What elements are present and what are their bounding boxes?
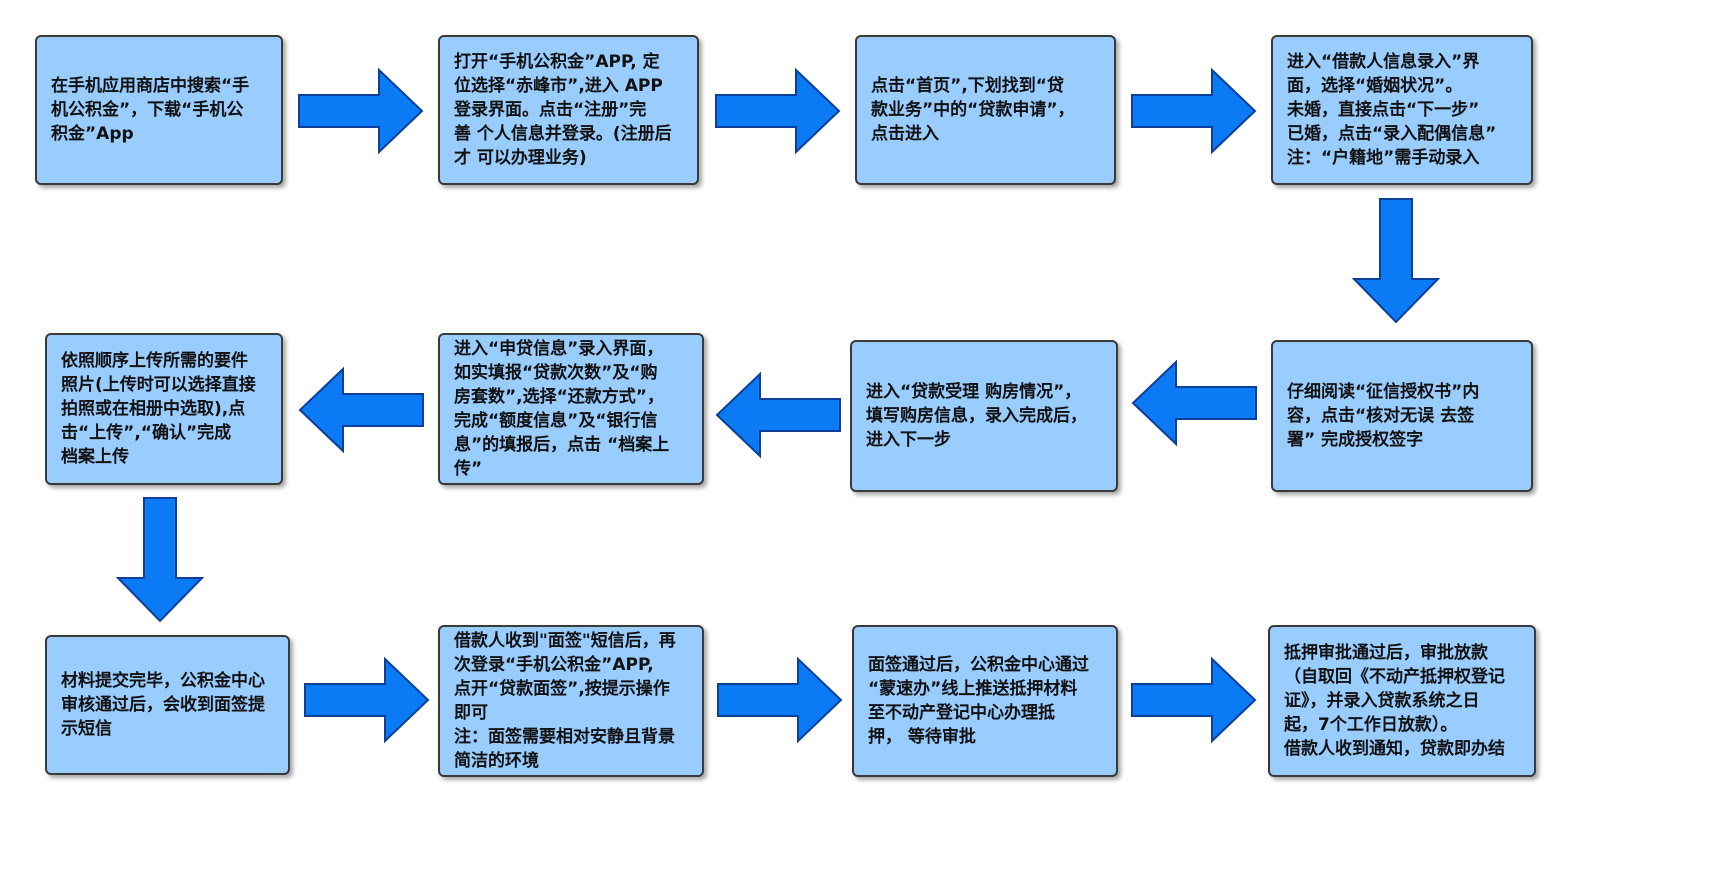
arrow-right-icon: [1131, 656, 1257, 744]
step-4-text: 进入“借款人信息录入”界 面，选择“婚姻状况”。 未婚，直接点击“下一步” 已婚…: [1287, 52, 1497, 168]
step-9-text: 材料提交完毕，公积金中心 审核通过后，会收到面签提 示短信: [61, 671, 265, 739]
step-12-box: 抵押审批通过后，审批放款 （自取回《不动产抵押权登记 证》，并录入贷款系统之日 …: [1268, 625, 1536, 777]
arrow-left-icon: [1131, 359, 1257, 447]
step-2-text: 打开“手机公积金”APP, 定 位选择“赤峰市”,进入 APP 登录界面。点击“…: [454, 52, 672, 168]
arrow-right-icon: [298, 67, 424, 155]
arrow-right-icon: [717, 656, 843, 744]
step-2-box: 打开“手机公积金”APP, 定 位选择“赤峰市”,进入 APP 登录界面。点击“…: [438, 35, 699, 185]
step-8-box: 依照顺序上传所需的要件 照片(上传时可以选择直接 拍照或在相册中选取),点 击“…: [45, 333, 283, 485]
arrow-left-icon: [715, 371, 841, 459]
arrow-right-icon: [304, 656, 430, 744]
step-5-box: 仔细阅读“征信授权书”内 容，点击“核对无误 去签 署” 完成授权签字: [1271, 340, 1533, 492]
arrow-down-icon: [115, 497, 205, 623]
arrow-down-icon: [1351, 198, 1441, 324]
step-8-text: 依照顺序上传所需的要件 照片(上传时可以选择直接 拍照或在相册中选取),点 击“…: [61, 351, 256, 467]
step-3-box: 点击“首页”,下划找到“贷 款业务”中的“贷款申请”， 点击进入: [855, 35, 1116, 185]
step-9-box: 材料提交完毕，公积金中心 审核通过后，会收到面签提 示短信: [45, 635, 290, 775]
step-1-box: 在手机应用商店中搜索“手 机公积金”，下载“手机公 积金”App: [35, 35, 283, 185]
step-3-text: 点击“首页”,下划找到“贷 款业务”中的“贷款申请”， 点击进入: [871, 76, 1075, 144]
step-10-text: 借款人收到"面签"短信后，再 次登录“手机公积金”APP, 点开“贷款面签”,按…: [454, 631, 676, 771]
step-5-text: 仔细阅读“征信授权书”内 容，点击“核对无误 去签 署” 完成授权签字: [1287, 382, 1480, 450]
step-7-box: 进入“申贷信息”录入界面， 如实填报“贷款次数”及“购 房套数”,选择“还款方式…: [438, 333, 704, 485]
arrow-right-icon: [715, 67, 841, 155]
step-1-text: 在手机应用商店中搜索“手 机公积金”，下载“手机公 积金”App: [51, 76, 250, 144]
step-10-box: 借款人收到"面签"短信后，再 次登录“手机公积金”APP, 点开“贷款面签”,按…: [438, 625, 704, 777]
step-11-text: 面签通过后，公积金中心通过 “蒙速办”线上推送抵押材料 至不动产登记中心办理抵 …: [868, 655, 1089, 747]
step-12-text: 抵押审批通过后，审批放款 （自取回《不动产抵押权登记 证》，并录入贷款系统之日 …: [1284, 643, 1505, 759]
step-6-box: 进入“贷款受理 购房情况”， 填写购房信息，录入完成后， 进入下一步: [850, 340, 1118, 492]
step-11-box: 面签通过后，公积金中心通过 “蒙速办”线上推送抵押材料 至不动产登记中心办理抵 …: [852, 625, 1118, 777]
step-7-text: 进入“申贷信息”录入界面， 如实填报“贷款次数”及“购 房套数”,选择“还款方式…: [454, 339, 670, 479]
arrow-right-icon: [1131, 67, 1257, 155]
arrow-left-icon: [298, 366, 424, 454]
step-6-text: 进入“贷款受理 购房情况”， 填写购房信息，录入完成后， 进入下一步: [866, 382, 1087, 450]
step-4-box: 进入“借款人信息录入”界 面，选择“婚姻状况”。 未婚，直接点击“下一步” 已婚…: [1271, 35, 1533, 185]
